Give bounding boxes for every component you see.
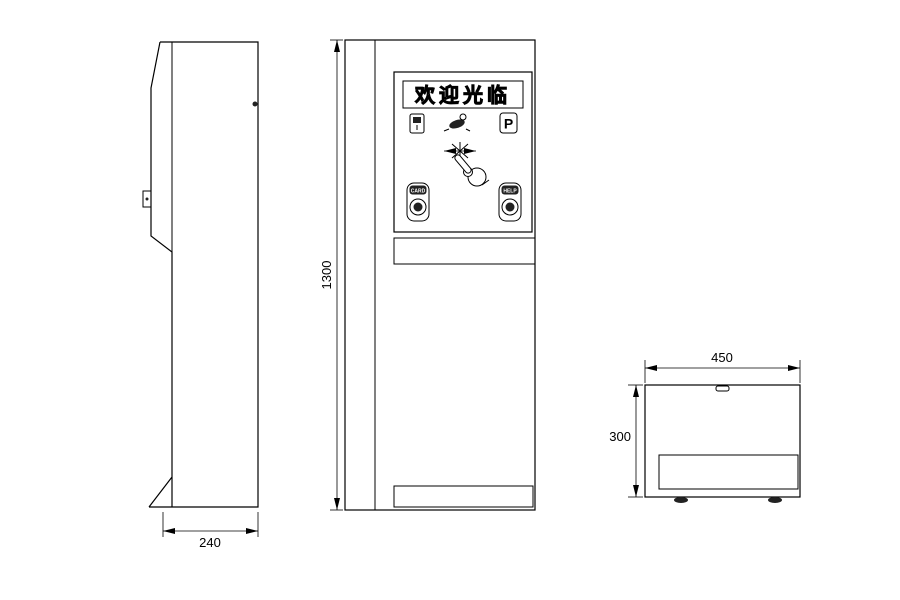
dimension-1300: 1300 bbox=[319, 39, 343, 511]
foot-right bbox=[768, 497, 782, 503]
dim-label-450: 450 bbox=[711, 350, 733, 365]
card-button[interactable]: CARD bbox=[406, 182, 430, 222]
side-slot bbox=[142, 190, 152, 208]
welcome-text: 欢迎光临 bbox=[414, 83, 511, 107]
top-bump bbox=[715, 385, 730, 392]
card-button-label: CARD bbox=[411, 189, 426, 195]
dimension-300: 300 bbox=[609, 384, 643, 498]
dimension-240: 240 bbox=[162, 512, 259, 550]
panel-lower-band bbox=[393, 237, 536, 265]
pointing-hand-icon bbox=[454, 154, 490, 187]
parking-letter: P bbox=[504, 116, 513, 132]
side-profile bbox=[148, 41, 259, 508]
help-button-label: HELP bbox=[503, 189, 517, 195]
help-button[interactable]: HELP bbox=[498, 182, 522, 222]
rear-lock-dot bbox=[252, 101, 258, 107]
base-slot bbox=[393, 485, 534, 508]
top-view: 450 300 bbox=[609, 350, 801, 503]
parking-icon: P bbox=[499, 112, 518, 134]
foot-left bbox=[674, 497, 688, 503]
coin-hand-icon bbox=[443, 113, 471, 132]
ticket-icon bbox=[409, 113, 425, 134]
cabinet-outline bbox=[344, 39, 536, 511]
panel-frame bbox=[393, 71, 533, 233]
welcome-sign-box bbox=[402, 80, 524, 109]
dim-label-300: 300 bbox=[609, 429, 631, 444]
dim-label-1300: 1300 bbox=[319, 261, 334, 290]
dimension-450: 450 bbox=[644, 350, 801, 383]
side-view: 240 bbox=[142, 41, 259, 550]
side-slot-dot bbox=[145, 197, 149, 201]
control-panel: 欢迎光临 P bbox=[393, 71, 533, 233]
front-view: 欢迎光临 P bbox=[319, 39, 536, 511]
top-front-section bbox=[658, 454, 799, 490]
dim-label-240: 240 bbox=[199, 535, 221, 550]
top-outline bbox=[644, 384, 801, 498]
pictogram-row: P bbox=[409, 112, 518, 134]
